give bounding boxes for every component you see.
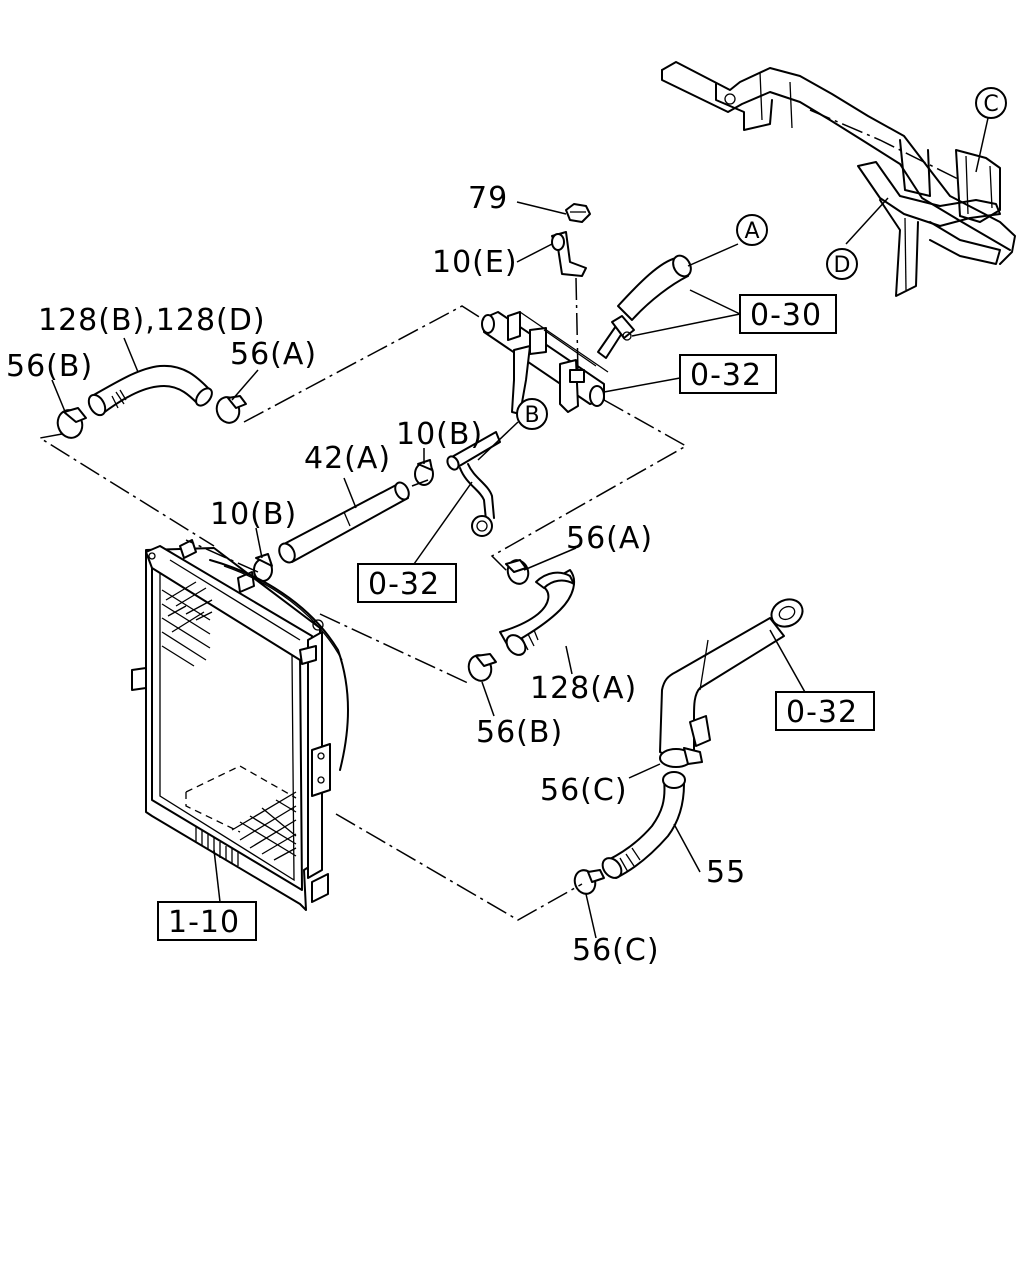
- label-42a: 42(A): [304, 441, 391, 476]
- flow-lines: [37, 305, 688, 921]
- label-128bd: 128(B),128(D): [38, 303, 266, 338]
- clamp-56a-mid: [505, 559, 530, 585]
- clamp-56b-mid: [467, 653, 497, 682]
- callout-c-circle: [975, 87, 1007, 119]
- nut-79: [565, 203, 591, 223]
- label-10b-left: 10(B): [210, 497, 297, 532]
- part-labels: 79 10(E) 128(B),128(D) 56(A) 56(B) 10(B)…: [6, 181, 746, 968]
- ref-box-030: [739, 294, 837, 334]
- clamp-56a-top: [215, 395, 247, 424]
- label-56a-top: 56(A): [230, 337, 317, 372]
- ref-030: 0-30: [750, 298, 822, 333]
- label-55: 55: [706, 855, 746, 890]
- callout-d-circle: [826, 248, 858, 280]
- radiator: [131, 539, 349, 911]
- label-56c-mid: 56(C): [540, 773, 628, 808]
- callout-b: B: [524, 403, 539, 428]
- ref-box-032-right: [775, 691, 875, 731]
- callout-d: D: [834, 253, 851, 278]
- hose-a-upper: [611, 254, 692, 341]
- callout-a: A: [744, 219, 759, 244]
- pipe-b: [446, 431, 501, 537]
- clamp-56c-bottom: [573, 869, 605, 895]
- hose-128b: [87, 364, 213, 417]
- callout-c: C: [983, 92, 998, 117]
- circle-callouts: A B C D: [516, 87, 1007, 430]
- hose-128a: [499, 569, 576, 656]
- ref-110: 1-10: [168, 905, 240, 940]
- ref-box-032-top: [679, 354, 777, 394]
- leader-lines: [51, 117, 989, 939]
- chassis-frame: [661, 61, 1016, 297]
- ref-box-032-mid: [357, 563, 457, 603]
- ref-032-mid: 0-32: [368, 567, 440, 602]
- label-10b-top: 10(B): [396, 417, 483, 452]
- label-56b-mid: 56(B): [476, 715, 563, 750]
- ref-box-110: [157, 901, 257, 941]
- callout-b-circle: [516, 398, 548, 430]
- label-56a-mid: 56(A): [566, 521, 653, 556]
- label-10e: 10(E): [432, 245, 518, 280]
- reference-boxes: 0-30 0-32 0-32 0-32 1-10: [157, 294, 875, 941]
- clamp-56c-mid: [659, 747, 703, 768]
- label-79: 79: [468, 181, 508, 216]
- hose-42a: [278, 481, 410, 564]
- hose-55: [601, 771, 686, 879]
- water-pipe-assembly: [481, 311, 625, 415]
- clamp-56b-left: [56, 407, 87, 439]
- clip-10e: [551, 231, 587, 375]
- label-56c-bottom: 56(C): [572, 933, 660, 968]
- label-56b-left: 56(B): [6, 349, 93, 384]
- ref-032-right: 0-32: [786, 695, 858, 730]
- outlet-pipe-right: [659, 598, 804, 758]
- callout-a-circle: [736, 214, 768, 246]
- label-128a: 128(A): [530, 671, 637, 706]
- clamp-10b-top: [414, 459, 434, 486]
- ref-032-top: 0-32: [690, 358, 762, 393]
